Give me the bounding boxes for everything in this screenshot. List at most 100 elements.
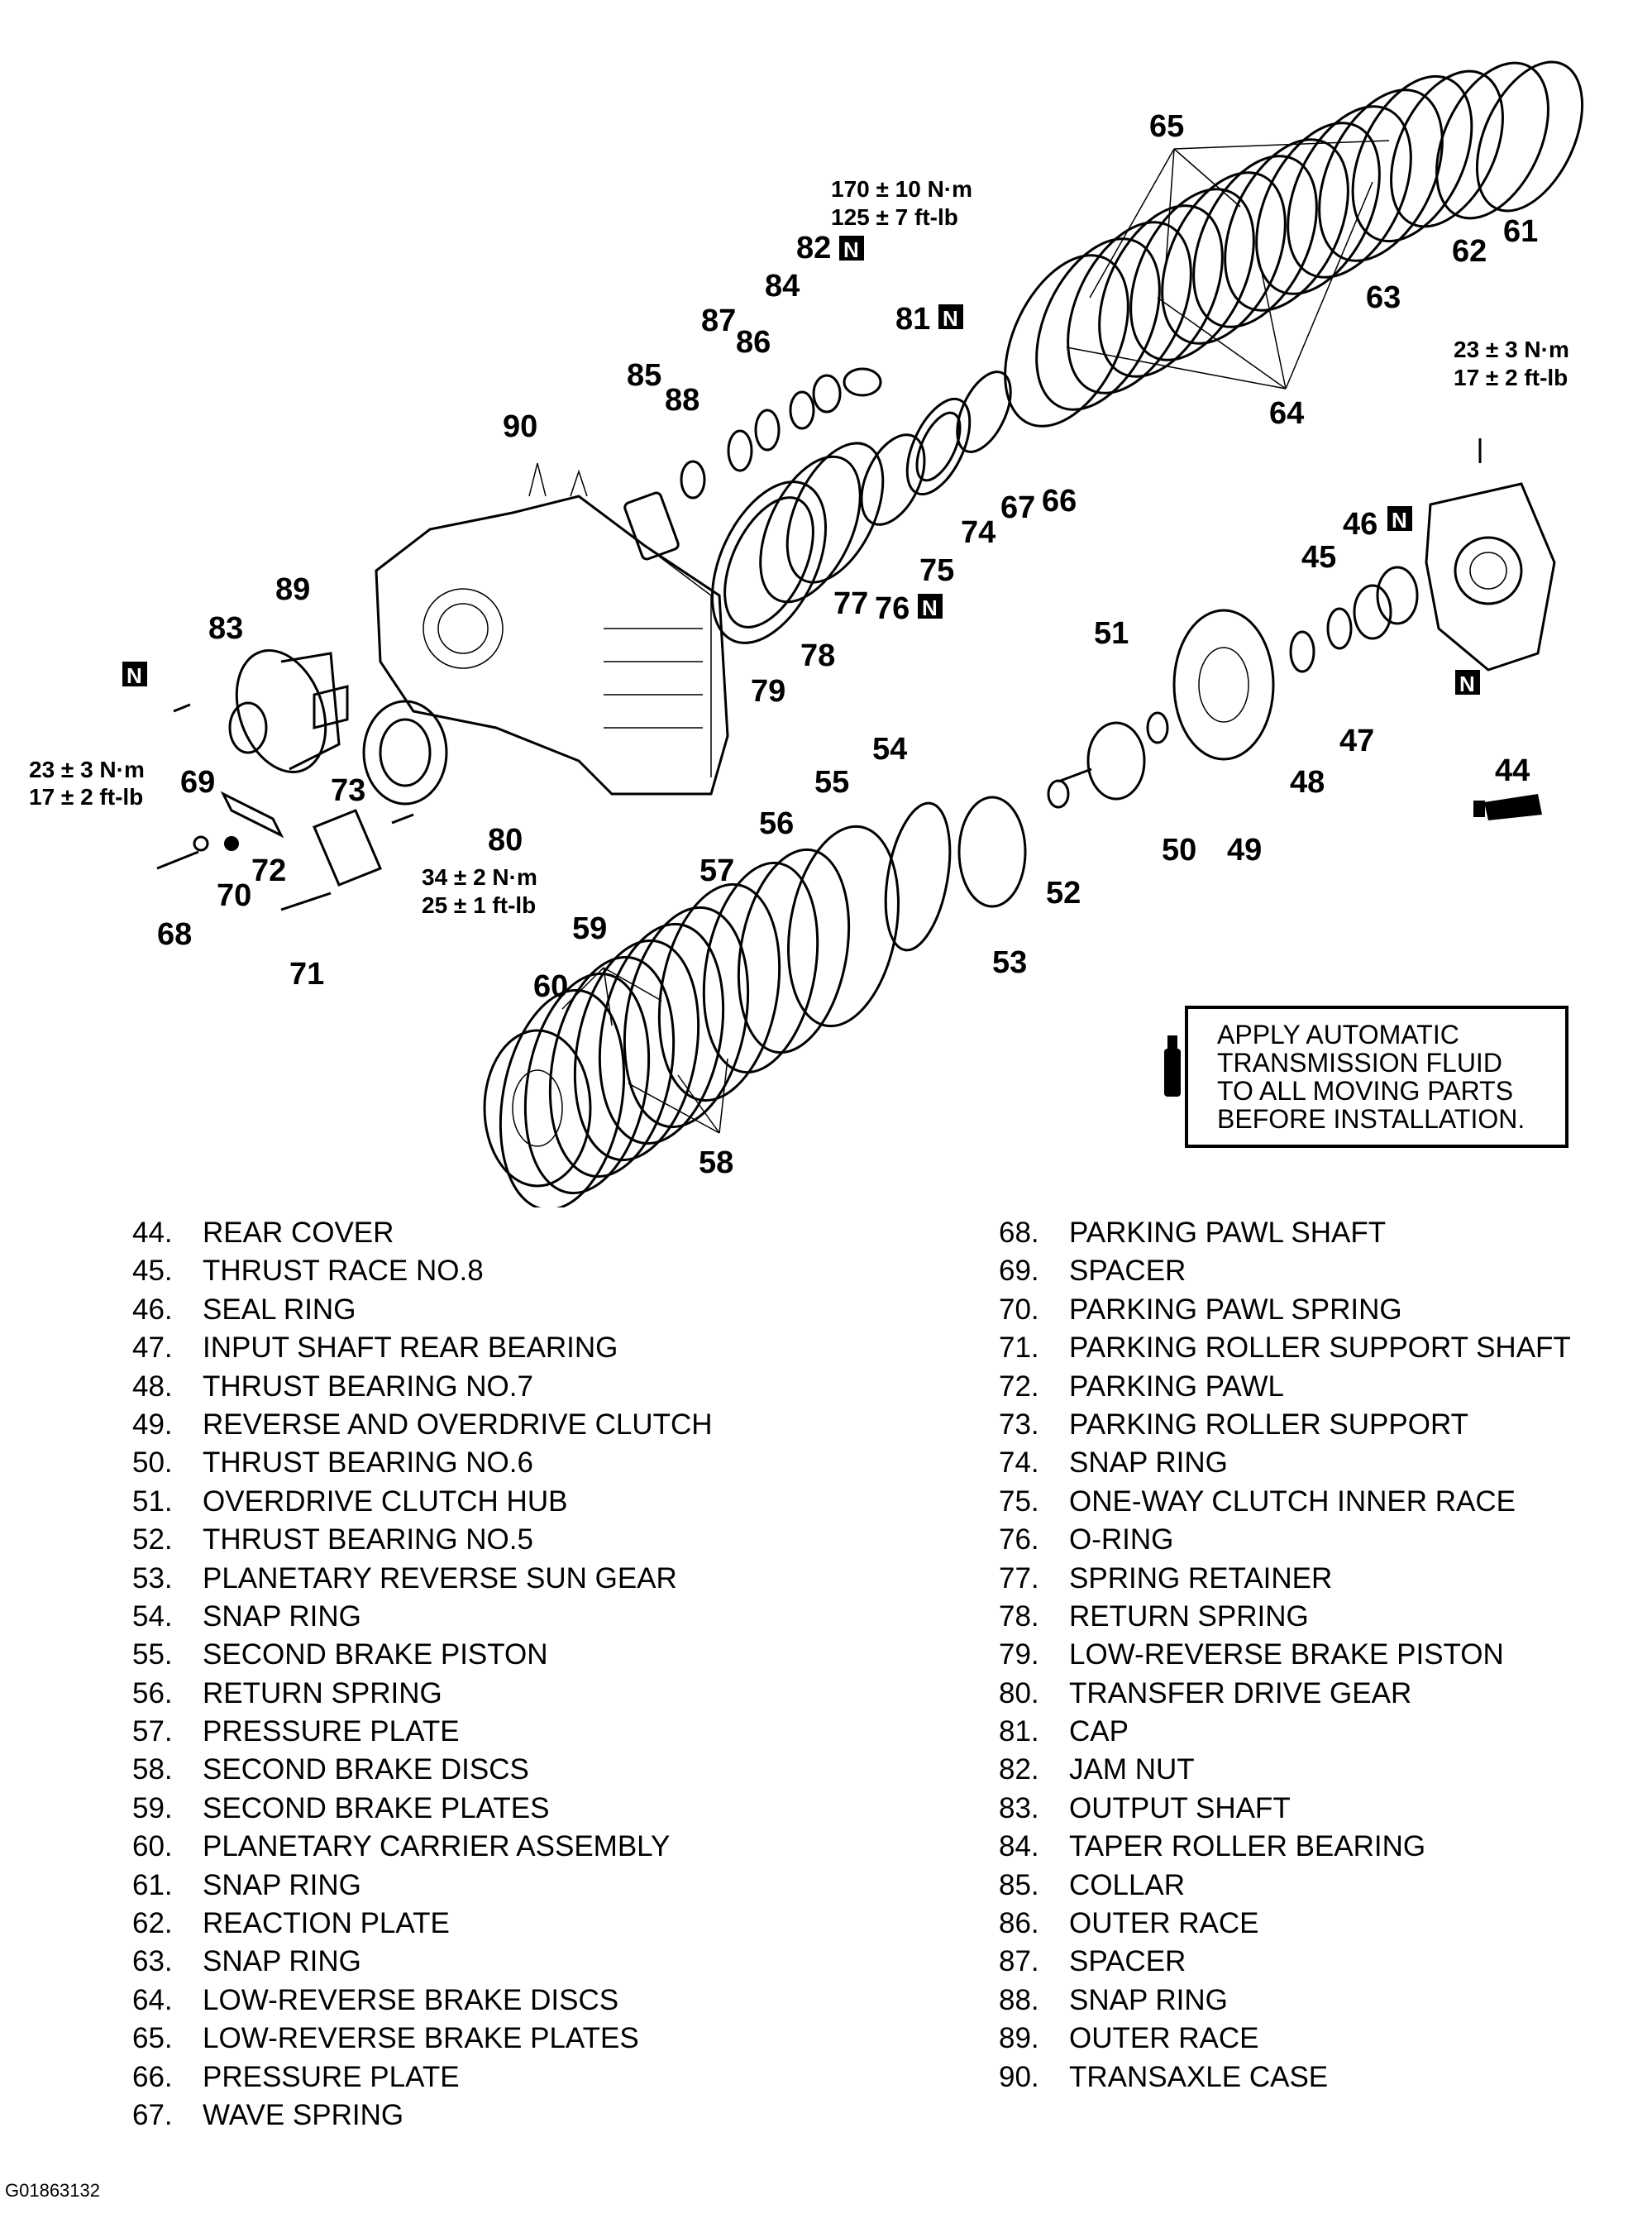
legend-right-column: 68. PARKING PAWL SHAFT 69. SPACER 70.PARKI… [999, 1214, 1571, 2097]
legend-number: 51. [132, 1485, 173, 1518]
legend-number: 89. [999, 2022, 1039, 2055]
callout-65: 65 [1149, 109, 1184, 144]
fluid-tube-icon [1473, 794, 1542, 820]
legend-item-76: 76. O-RING [999, 1521, 1571, 1559]
legend-item-63: 63.SNAP RING [132, 1943, 713, 1981]
legend-item-61: 61.SNAP RING [132, 1867, 713, 1905]
legend-number: 49. [132, 1408, 173, 1441]
figure-reference-code: G01863132 [5, 2180, 100, 2201]
legend-number: 55. [132, 1638, 173, 1671]
legend-part-name: TRANSAXLE CASE [1069, 2060, 1329, 2093]
legend-item-75: 75.ONE-WAY CLUTCH INNER RACE [999, 1483, 1571, 1521]
legend-number: 60. [132, 1830, 173, 1863]
legend-item-78: 78.RETURN SPRING [999, 1598, 1571, 1636]
callout-81: 81 [895, 302, 930, 337]
legend-part-name: THRUST BEARING NO.5 [203, 1523, 533, 1556]
callout-45: 45 [1301, 540, 1336, 575]
legend-part-name: REVERSE AND OVERDRIVE CLUTCH [203, 1408, 713, 1441]
callout-88: 88 [665, 383, 699, 418]
low-reverse-clutch-pack [1004, 60, 1584, 428]
legend-item-52: 52. THRUST BEARING NO.5 [132, 1521, 713, 1559]
callout-63: 63 [1366, 280, 1401, 315]
callout-72: 72 [251, 853, 286, 888]
callout-79: 79 [751, 674, 785, 709]
legend-number: 57. [132, 1715, 173, 1748]
callout-74: 74 [961, 515, 995, 550]
transfer-drive-gear [362, 700, 448, 806]
legend-item-51: 51.OVERDRIVE CLUTCH HUB [132, 1483, 713, 1521]
callout-62: 62 [1452, 234, 1487, 269]
legend-number: 76. [999, 1523, 1039, 1556]
legend-item-74: 74.SNAP RING [999, 1444, 1571, 1482]
legend-number: 67. [132, 2098, 173, 2131]
callout-58: 58 [699, 1145, 733, 1180]
legend-part-name: PLANETARY CARRIER ASSEMBLY [203, 1830, 671, 1863]
legend-item-48: 48.THRUST BEARING NO.7 [132, 1368, 713, 1406]
callout-51: 51 [1094, 616, 1129, 651]
note-line-3: TO ALL MOVING PARTS [1217, 1076, 1513, 1106]
legend-number: 90. [999, 2060, 1039, 2093]
legend-part-name: PARKING PAWL [1069, 1370, 1284, 1403]
legend-item-47: 47.INPUT SHAFT REAR BEARING [132, 1329, 713, 1367]
legend-part-name: THRUST BEARING NO.7 [203, 1370, 533, 1403]
legend-part-name: OUTER RACE [1069, 2022, 1259, 2055]
legend-item-59: 59.SECOND BRAKE PLATES [132, 1790, 713, 1828]
callout-52: 52 [1046, 876, 1081, 911]
legend-part-name: O-RING [1069, 1523, 1174, 1556]
legend-part-name: WAVE SPRING [203, 2098, 404, 2131]
legend-number: 83. [999, 1791, 1039, 1824]
legend-number: 45. [132, 1255, 173, 1288]
legend-part-name: LOW-REVERSE BRAKE PISTON [1069, 1638, 1504, 1671]
callout-87: 87 [701, 304, 736, 338]
note-line-4: BEFORE INSTALLATION. [1217, 1104, 1525, 1134]
callout-86: 86 [736, 325, 771, 360]
callout-47: 47 [1339, 724, 1374, 758]
legend-item-70: 70.PARKING PAWL SPRING [999, 1291, 1571, 1329]
legend-part-name: SPRING RETAINER [1069, 1561, 1333, 1595]
legend-number: 44. [132, 1217, 173, 1249]
legend-item-80: 80.TRANSFER DRIVE GEAR [999, 1675, 1571, 1713]
legend-part-name: ONE-WAY CLUTCH INNER RACE [1069, 1485, 1516, 1518]
torque-parking-bolt-nm: 34 ± 2 N·m [422, 864, 537, 890]
callout-80: 80 [488, 823, 523, 858]
legend-number: 84. [999, 1830, 1039, 1863]
legend-number: 58. [132, 1753, 173, 1786]
transaxle-case [375, 462, 729, 796]
legend-item-83: 83.OUTPUT SHAFT [999, 1790, 1571, 1828]
legend-number: 52. [132, 1523, 173, 1556]
callout-44: 44 [1495, 753, 1530, 788]
legend-part-name: PARKING PAWL SHAFT [1069, 1217, 1387, 1249]
new-part-badge-76: N [918, 594, 943, 620]
legend-number: 62. [132, 1907, 173, 1940]
legend-number: 56. [132, 1676, 173, 1709]
parking-parts [156, 703, 414, 911]
new-part-badge-46: N [1387, 506, 1412, 533]
callout-55: 55 [814, 765, 849, 800]
legend-number: 59. [132, 1791, 173, 1824]
legend-part-name: PARKING PAWL SPRING [1069, 1293, 1402, 1326]
callout-90: 90 [503, 409, 537, 444]
legend-part-name: REACTION PLATE [203, 1907, 450, 1940]
legend-item-77: 77.SPRING RETAINER [999, 1560, 1571, 1598]
callout-61: 61 [1503, 214, 1538, 249]
callout-69: 69 [180, 765, 215, 800]
legend-number: 68. [999, 1217, 1039, 1249]
callout-50: 50 [1162, 833, 1196, 868]
legend-part-name: OUTER RACE [1069, 1907, 1259, 1940]
legend-item-46: 46.SEAL RING [132, 1291, 713, 1329]
torque-rear-cover-nm: 23 ± 3 N·m [1454, 337, 1569, 362]
legend-part-name: SPACER [1069, 1945, 1186, 1978]
legend-number: 66. [132, 2060, 173, 2093]
output-shaft [228, 649, 349, 773]
callout-77: 77 [833, 586, 868, 621]
legend-item-84: 84.TAPER ROLLER BEARING [999, 1828, 1571, 1866]
legend-number: 79. [999, 1638, 1039, 1671]
legend-left-column: 44.REAR COVER 45.THRUST RACE NO.8 46.SEA… [132, 1214, 713, 2135]
legend-number: 69. [999, 1255, 1039, 1288]
legend-part-name: SNAP RING [203, 1868, 361, 1901]
legend-part-name: SEAL RING [203, 1293, 356, 1326]
callout-57: 57 [699, 853, 734, 888]
new-part-badge-82: N [839, 236, 864, 262]
legend-number: 86. [999, 1907, 1039, 1940]
legend-item-65: 65.LOW-REVERSE BRAKE PLATES [132, 2020, 713, 2058]
